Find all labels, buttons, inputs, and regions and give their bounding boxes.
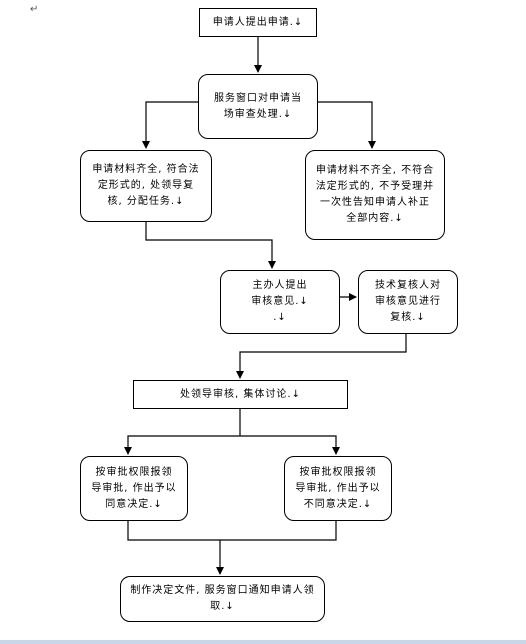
node-issue-text: 制作决定文件, 服务窗口通知申请人领 取.↓: [130, 585, 315, 612]
node-tech-review-text: 技术复核人对 审核意见进行 复核.↓: [375, 280, 441, 323]
node-reject-text: 按审批权限报领 导审批, 作出予以 不同意决定.↓: [295, 466, 381, 510]
arrow-to-incomplete: [318, 101, 376, 149]
node-handler-opinion-text: 主办人提出 审核意见.↓ .↓: [251, 280, 309, 323]
line-approve-down: [127, 521, 337, 541]
node-approve: 按审批权限报领 导审批, 作出予以 同意决定.↓: [80, 456, 188, 521]
arrow-complete-to-handler: [145, 222, 276, 269]
bottom-status-strip: [0, 640, 526, 644]
node-handler-opinion: 主办人提出 审核意见.↓ .↓: [220, 270, 340, 334]
node-complete: 申请材料齐全, 符合法 定形式的, 处领导复 核, 分配任务.↓: [80, 150, 212, 222]
arrow-tech-to-leader: [236, 334, 407, 379]
node-incomplete-text: 申请材料不齐全, 不符合 法定形式的, 不予受理并 一次性告知申请人补正 全部内…: [315, 165, 435, 224]
paragraph-mark: ↵: [30, 4, 39, 15]
node-approve-text: 按审批权限报领 导审批, 作出予以 同意决定.↓: [91, 466, 177, 510]
arrow-to-approve: [124, 435, 240, 455]
node-complete-text: 申请材料齐全, 符合法 定形式的, 处领导复 核, 分配任务.↓: [92, 164, 200, 207]
node-apply: 申请人提出申请.↓: [199, 8, 317, 37]
node-tech-review: 技术复核人对 审核意见进行 复核.↓: [358, 270, 458, 334]
node-window-review-text: 服务窗口对申请当 场审查处理.↓: [214, 92, 302, 120]
arrow-to-reject: [240, 435, 340, 455]
node-leader-review-text: 处领导审核, 集体讨论.↓: [180, 388, 301, 400]
node-issue: 制作决定文件, 服务窗口通知申请人领 取.↓: [120, 576, 325, 622]
node-reject: 按审批权限报领 导审批, 作出予以 不同意决定.↓: [284, 456, 392, 521]
node-leader-review: 处领导审核, 集体讨论.↓: [133, 380, 348, 409]
node-apply-text: 申请人提出申请.↓: [212, 16, 304, 28]
arrow-to-complete: [142, 101, 198, 149]
node-incomplete: 申请材料不齐全, 不符合 法定形式的, 不予受理并 一次性告知申请人补正 全部内…: [305, 150, 445, 240]
node-window-review: 服务窗口对申请当 场审查处理.↓: [198, 74, 318, 139]
